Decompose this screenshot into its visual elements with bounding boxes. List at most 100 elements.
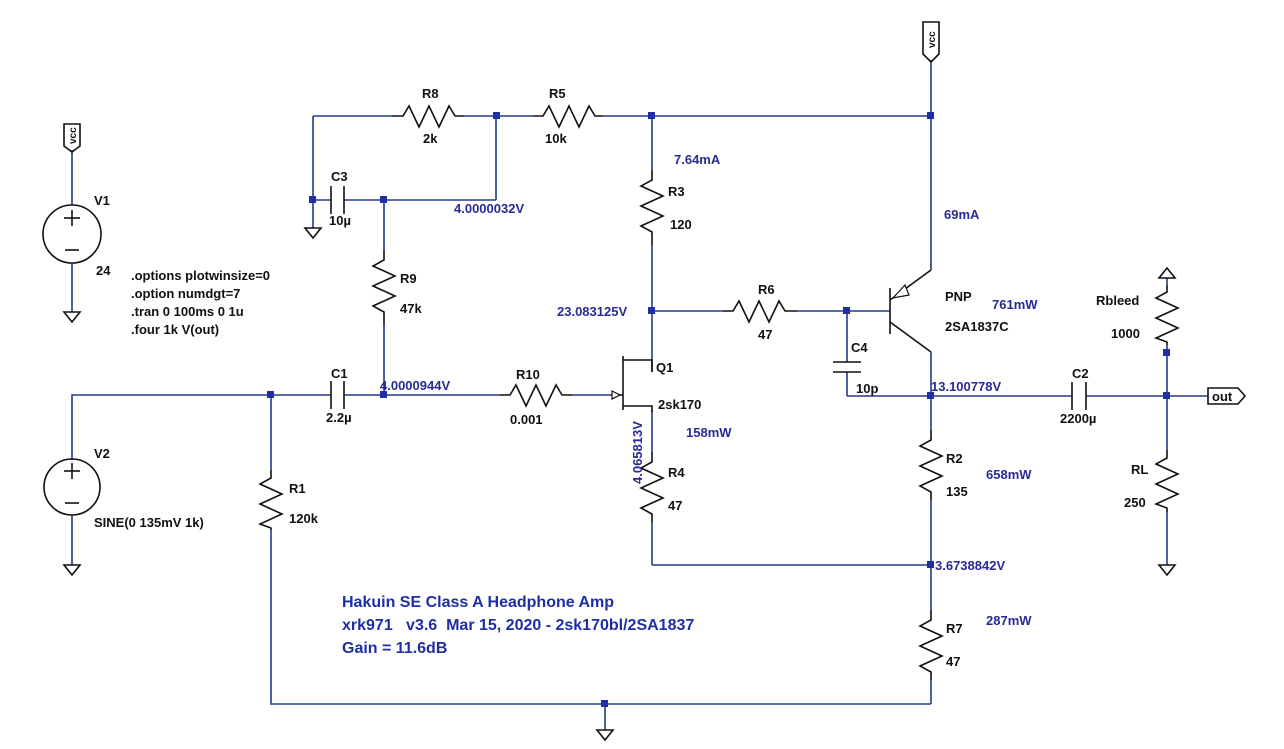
junction-dot bbox=[380, 391, 387, 398]
q1-model: 2sk170 bbox=[658, 397, 701, 412]
r4-value: 47 bbox=[668, 498, 682, 513]
r2-name: R2 bbox=[946, 451, 963, 466]
r5-name: R5 bbox=[549, 86, 566, 101]
v1-value: 24 bbox=[96, 263, 111, 278]
junction-dot bbox=[1163, 392, 1170, 399]
resistor-rl[interactable] bbox=[1153, 450, 1180, 512]
c4-value: 10p bbox=[856, 381, 878, 396]
ground-icon bbox=[1157, 564, 1177, 577]
r7-name: R7 bbox=[946, 621, 963, 636]
c1-value: 2.2µ bbox=[326, 410, 352, 425]
voltage-source-v2[interactable] bbox=[43, 458, 101, 516]
capacitor-c2[interactable] bbox=[1071, 382, 1087, 410]
measurement-v-gate-bias: 4.0000944V bbox=[380, 378, 450, 393]
rbleed-value: 1000 bbox=[1111, 326, 1140, 341]
junction-dot bbox=[648, 307, 655, 314]
junction-dot bbox=[380, 196, 387, 203]
q2-model: 2SA1837C bbox=[945, 319, 1009, 334]
r9-value: 47k bbox=[400, 301, 422, 316]
spice-directive: .tran 0 100ms 0 1u bbox=[131, 304, 244, 319]
c3-value: 10µ bbox=[329, 213, 351, 228]
resistor-r4[interactable] bbox=[639, 452, 665, 522]
ground-icon bbox=[303, 227, 323, 240]
junction-dot bbox=[309, 196, 316, 203]
title-line-1: Hakuin SE Class A Headphone Amp bbox=[342, 594, 614, 611]
resistor-r10[interactable] bbox=[500, 383, 572, 408]
jfet-q1[interactable] bbox=[611, 356, 653, 412]
vcc-flag-label: vcc bbox=[927, 31, 938, 48]
junction-dot bbox=[927, 112, 934, 119]
junction-dot bbox=[648, 112, 655, 119]
c4-name: C4 bbox=[851, 340, 868, 355]
spice-directive: .options plotwinsize=0 bbox=[131, 268, 270, 283]
capacitor-c1[interactable] bbox=[330, 381, 345, 409]
resistor-r6[interactable] bbox=[723, 299, 797, 324]
out-port-label: out bbox=[1212, 389, 1233, 404]
c2-name: C2 bbox=[1072, 366, 1089, 381]
vcc-flag-v1: vcc bbox=[63, 123, 81, 153]
vcc-flag-label: vcc bbox=[68, 127, 79, 144]
measurement-v-r7-top: 3.6738842V bbox=[935, 558, 1005, 573]
c3-name: C3 bbox=[331, 169, 348, 184]
wire-ground-bus bbox=[270, 530, 931, 705]
r3-name: R3 bbox=[668, 184, 685, 199]
r8-value: 2k bbox=[423, 131, 438, 146]
measurement-v-c3-node: 4.0000032V bbox=[454, 201, 524, 216]
resistor-r5[interactable] bbox=[533, 104, 603, 129]
r3-value: 120 bbox=[670, 217, 692, 232]
q2-type: PNP bbox=[945, 289, 972, 304]
capacitor-c3[interactable] bbox=[330, 186, 345, 214]
resistor-rbleed[interactable] bbox=[1153, 285, 1180, 345]
junction-dot bbox=[927, 561, 934, 568]
measurement-p-r7: 287mW bbox=[986, 613, 1032, 628]
c1-name: C1 bbox=[331, 366, 348, 381]
ground-icon bbox=[595, 729, 615, 742]
spice-directive: .four 1k V(out) bbox=[131, 322, 219, 337]
resistor-r9[interactable] bbox=[371, 250, 397, 325]
r8-name: R8 bbox=[422, 86, 439, 101]
junction-dot bbox=[267, 391, 274, 398]
resistor-r3[interactable] bbox=[639, 170, 665, 245]
r2-value: 135 bbox=[946, 484, 968, 499]
ground-icon bbox=[62, 564, 82, 577]
capacitor-c4[interactable] bbox=[833, 361, 861, 373]
rl-value: 250 bbox=[1124, 495, 1146, 510]
wire-v2-input bbox=[71, 394, 331, 460]
measurement-v-source: 4.065813V bbox=[630, 421, 645, 484]
junctions bbox=[267, 112, 1170, 707]
spice-directive: .option numdgt=7 bbox=[131, 286, 240, 301]
pnp-transistor-q2[interactable] bbox=[889, 269, 932, 353]
q1-name: Q1 bbox=[656, 360, 673, 375]
v1-name: V1 bbox=[94, 193, 110, 208]
measurement-v-drain: 23.083125V bbox=[557, 304, 627, 319]
r1-value: 120k bbox=[289, 511, 319, 526]
resistor-r7[interactable] bbox=[918, 610, 944, 680]
out-port-flag[interactable]: out bbox=[1207, 387, 1247, 405]
junction-dot bbox=[927, 392, 934, 399]
measurement-p-q2: 761mW bbox=[992, 297, 1038, 312]
junction-dot bbox=[601, 700, 608, 707]
measurement-i-r3: 7.64mA bbox=[674, 152, 721, 167]
c2-value: 2200µ bbox=[1060, 411, 1096, 426]
resistor-r2[interactable] bbox=[918, 430, 944, 500]
r9-name: R9 bbox=[400, 271, 417, 286]
resistor-r8[interactable] bbox=[392, 104, 464, 129]
junction-dot bbox=[1163, 349, 1170, 356]
r10-name: R10 bbox=[516, 367, 540, 382]
junction-dot bbox=[493, 112, 500, 119]
r5-value: 10k bbox=[545, 131, 567, 146]
v2-name: V2 bbox=[94, 446, 110, 461]
resistor-r1[interactable] bbox=[257, 470, 284, 530]
r7-value: 47 bbox=[946, 654, 960, 669]
r1-name: R1 bbox=[289, 481, 306, 496]
voltage-source-v1[interactable] bbox=[42, 204, 102, 264]
r6-name: R6 bbox=[758, 282, 775, 297]
measurement-p-r2: 658mW bbox=[986, 467, 1032, 482]
title-line-3: Gain = 11.6dB bbox=[342, 640, 447, 657]
v2-value: SINE(0 135mV 1k) bbox=[94, 515, 204, 530]
vcc-flag-rail: vcc bbox=[922, 21, 940, 64]
rl-name: RL bbox=[1131, 462, 1148, 477]
ground-icon bbox=[62, 311, 82, 324]
junction-dot bbox=[843, 307, 850, 314]
